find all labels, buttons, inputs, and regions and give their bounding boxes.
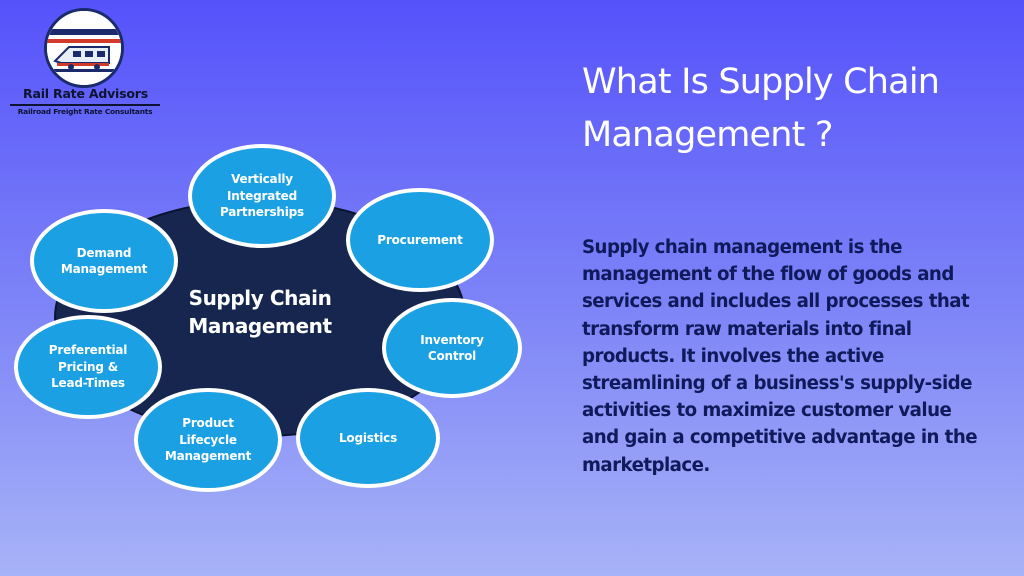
node-demand-management: [34, 213, 174, 309]
logo-name: Rail Rate Advisors: [23, 86, 148, 101]
node-label-preferential-pricing-lead-times: Preferential Pricing & Lead-Times: [48, 343, 128, 391]
node-inventory-control: [386, 302, 518, 394]
node-label-product-lifecycle-management: Product Lifecycle Management: [164, 416, 252, 464]
hub-label: Supply Chain Management: [188, 286, 332, 338]
node-preferential-pricing-lead-times: [18, 319, 158, 415]
node-procurement: [350, 192, 490, 288]
logo-divider: [10, 104, 160, 106]
node-logistics: [300, 392, 436, 484]
node-label-procurement: Procurement: [377, 232, 463, 247]
company-logo: Rail Rate Advisors Railroad Freight Rate…: [0, 0, 180, 130]
logo-tagline: Railroad Freight Rate Consultants: [17, 107, 153, 116]
node-label-logistics: Logistics: [338, 430, 398, 445]
node-label-inventory-control: Inventory Control: [420, 332, 484, 364]
train-icon: [44, 8, 124, 88]
node-vertically-integrated-partnerships: [192, 148, 332, 244]
node-label-demand-management: Demand Management: [60, 245, 148, 277]
node-label-vertically-integrated-partnerships: Vertically Integrated Partnerships: [220, 172, 304, 220]
node-product-lifecycle-management: [138, 392, 278, 488]
description-paragraph: Supply chain management is the managemen…: [582, 237, 978, 476]
page-title: What Is Supply Chain Management ?: [582, 62, 940, 155]
